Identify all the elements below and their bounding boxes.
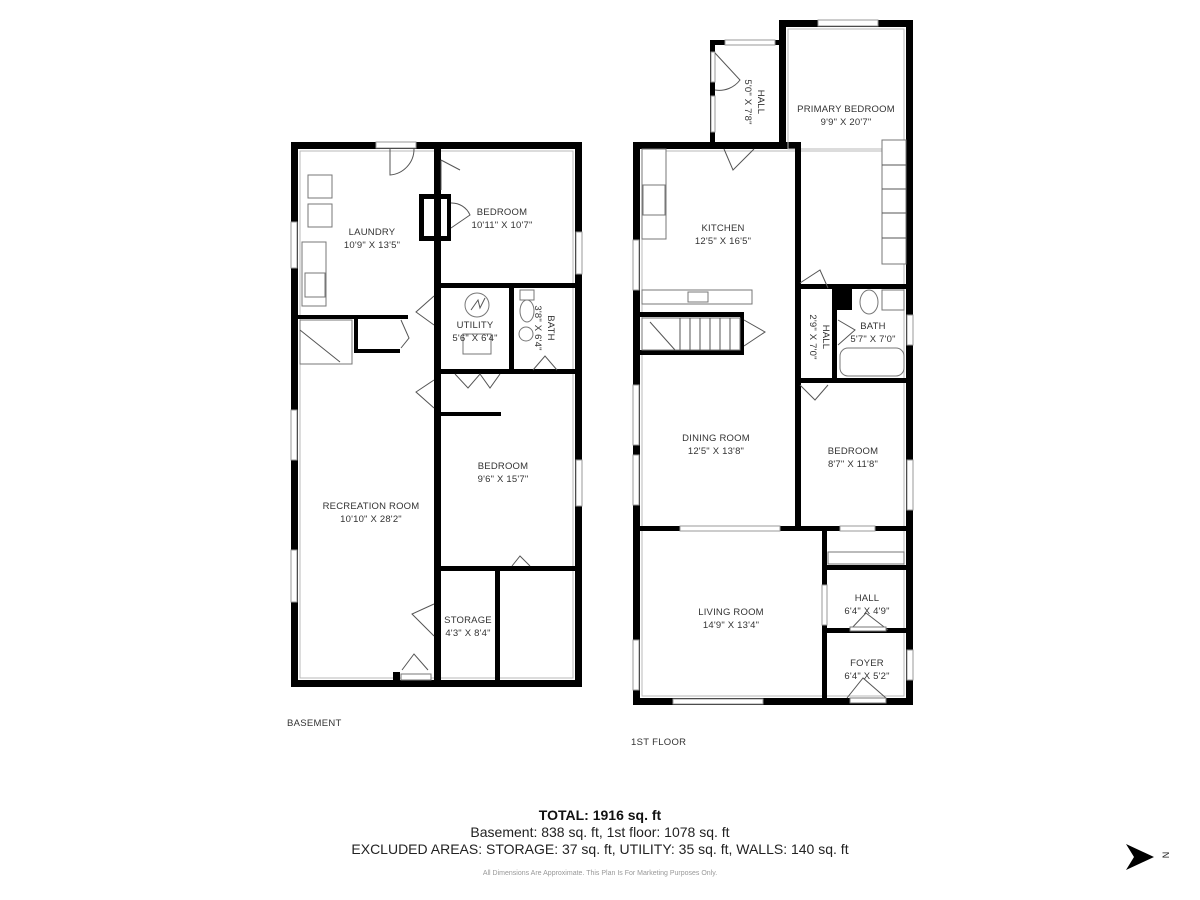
disclaimer: All Dimensions Are Approximate. This Pla… (482, 870, 718, 877)
room-label-primary-bedroom: PRIMARY BEDROOM 9'9" X 20'7" (797, 103, 895, 129)
room-dims: 12'5" X 13'8" (687, 446, 745, 457)
room-name: HALL (755, 89, 766, 115)
room-name: LAUNDRY (348, 227, 396, 238)
north-label: N (1160, 851, 1171, 859)
floor-name-first: 1ST FLOOR (631, 737, 687, 748)
room-dims: 9'9" X 20'7" (820, 117, 872, 128)
room-label-hall-lower: HALL 6'4" X 4'9" (844, 592, 889, 618)
room-dims: 6'4" X 4'9" (844, 606, 890, 617)
room-label-bedroom-basement-1: BEDROOM 10'11" X 10'7" (471, 206, 532, 232)
room-dims: 10'10" X 28'2" (340, 514, 402, 525)
room-label-bedroom-first: BEDROOM 8'7" X 11'8" (828, 445, 879, 471)
room-label-bath-basement: BATH 3'8" X 6'4" (531, 305, 557, 350)
room-name: BATH (545, 315, 556, 341)
room-dims: 8'7" X 11'8" (827, 459, 879, 470)
room-dims: 5'6" X 6'4" (452, 333, 498, 344)
first-floor-plan (632, 19, 914, 705)
room-label-bedroom-basement-2: BEDROOM 9'6" X 15'7" (478, 460, 529, 486)
room-label-hall-upper: HALL 5'0" X 7'8" (741, 79, 767, 124)
room-name: LIVING ROOM (698, 607, 764, 618)
room-name: FOYER (850, 658, 884, 669)
room-label-kitchen: KITCHEN 12'5" X 16'5" (695, 222, 751, 248)
room-name: DINING ROOM (682, 433, 750, 444)
room-label-hall-middle: HALL 2'9" X 7'0" (806, 314, 832, 359)
total-area: TOTAL: 1916 sq. ft (538, 807, 662, 823)
room-label-bath-first: BATH 5'7" X 7'0" (850, 320, 895, 346)
room-label-laundry: LAUNDRY 10'9" X 13'5" (344, 226, 400, 252)
area-summary: TOTAL: 1916 sq. ft Basement: 838 sq. ft,… (0, 806, 1200, 858)
room-name: BEDROOM (476, 207, 528, 218)
room-label-utility: UTILITY 5'6" X 6'4" (452, 319, 497, 345)
room-name: BEDROOM (477, 461, 529, 472)
room-dims: 10'11" X 10'7" (471, 220, 533, 231)
room-dims: 5'7" X 7'0" (850, 334, 896, 345)
room-dims: 4'3" X 8'4" (445, 628, 491, 639)
room-label-living-room: LIVING ROOM 14'9" X 13'4" (698, 606, 764, 632)
north-arrow-icon (1126, 844, 1154, 870)
floor-breakdown: Basement: 838 sq. ft, 1st floor: 1078 sq… (470, 824, 730, 840)
basement-plan (290, 141, 583, 687)
room-name: BEDROOM (827, 446, 879, 457)
room-name: STORAGE (444, 615, 492, 626)
room-dims: 6'4" X 5'2" (844, 671, 890, 682)
room-dims: 10'9" X 13'5" (343, 240, 401, 251)
room-name: KITCHEN (701, 223, 745, 234)
room-name: RECREATION ROOM (322, 501, 420, 512)
excluded-areas: EXCLUDED AREAS: STORAGE: 37 sq. ft, UTIL… (351, 841, 849, 857)
room-label-recreation-room: RECREATION ROOM 10'10" X 28'2" (323, 500, 420, 526)
room-name: HALL (854, 593, 880, 604)
room-dims: 2'9" X 7'0" (807, 314, 818, 360)
room-dims: 3'8" X 6'4" (532, 305, 543, 351)
room-label-dining-room: DINING ROOM 12'5" X 13'8" (682, 432, 750, 458)
room-dims: 14'9" X 13'4" (702, 620, 760, 631)
room-label-storage: STORAGE 4'3" X 8'4" (444, 614, 492, 640)
room-name: PRIMARY BEDROOM (797, 104, 895, 115)
room-name: BATH (860, 321, 886, 332)
room-name: UTILITY (456, 320, 494, 331)
room-label-foyer: FOYER 6'4" X 5'2" (844, 657, 889, 683)
room-dims: 12'5" X 16'5" (694, 236, 752, 247)
compass: N (1122, 840, 1182, 876)
room-name: HALL (820, 324, 831, 350)
room-dims: 9'6" X 15'7" (477, 474, 529, 485)
floor-name-basement: BASEMENT (287, 718, 342, 729)
room-dims: 5'0" X 7'8" (742, 79, 753, 125)
